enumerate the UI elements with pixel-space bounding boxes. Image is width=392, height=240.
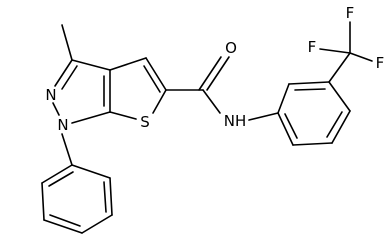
bond-phenyl-5: [41, 182, 45, 221]
bond-phenyl-3: [81, 214, 113, 234]
bond-carbonyl-o: [198, 56, 222, 91]
bond-s-c6a: [109, 111, 137, 120]
bond-phenyl-6: [41, 164, 73, 184]
atom-label-nitrogen-2: N: [45, 86, 56, 104]
bond-aryl-1: [277, 83, 290, 114]
bond-aryl-3: [328, 81, 351, 112]
bond-n1-c6a: [71, 111, 111, 124]
bond-c3a-c4: [109, 57, 147, 71]
atom-label-nitrogen-1: N: [57, 116, 68, 134]
bond-carbonyl-n: [202, 89, 221, 114]
bond-n-aryl: [248, 112, 279, 121]
bond-cf3-f3: [349, 52, 373, 62]
atom-label-oxygen: O: [225, 39, 237, 57]
atom-label-amide-nh: NH: [224, 112, 247, 130]
bond-methyl: [61, 24, 73, 61]
bond-phenyl-inner-3: [48, 171, 74, 187]
bond-c3-c3a: [71, 59, 111, 71]
atom-labels: N N S O NH F F F: [45, 4, 384, 134]
bond-c4-c5-double: [143, 65, 161, 93]
atom-label-sulfur: S: [140, 113, 150, 131]
atom-label-fluorine-3: F: [376, 54, 385, 72]
bond-c3-n2-double: [61, 65, 78, 90]
bond-phenyl-inner-1: [103, 181, 107, 213]
bond-aryl-inner-2: [326, 111, 343, 138]
bond-c5-s: [152, 89, 167, 114]
bond-cf3-f2: [319, 48, 351, 54]
bond-aryl-6: [277, 112, 294, 146]
bond-aryl-inner-1: [294, 88, 326, 91]
bond-n1-phenyl: [61, 133, 73, 166]
bond-n2-n1: [52, 102, 60, 116]
bond-carbonyl-o-double: [206, 56, 230, 91]
bond-phenyl-2: [109, 177, 113, 216]
bond-phenyl-4: [43, 219, 83, 234]
atom-label-fluorine-2: F: [308, 38, 317, 56]
bond-aryl-5: [292, 142, 333, 146]
bond-c4-c5: [145, 57, 167, 91]
bond-aryl-cf3: [328, 52, 351, 83]
atom-label-fluorine-1: F: [346, 4, 355, 22]
bond-aryl-2: [288, 81, 330, 85]
bonds: [41, 21, 373, 234]
bond-c3-n2: [54, 59, 73, 87]
bond-aryl-4: [331, 110, 351, 144]
bond-phenyl-inner-2: [49, 214, 81, 227]
bond-phenyl-1: [71, 164, 111, 179]
bond-aryl-inner-3: [284, 113, 298, 139]
